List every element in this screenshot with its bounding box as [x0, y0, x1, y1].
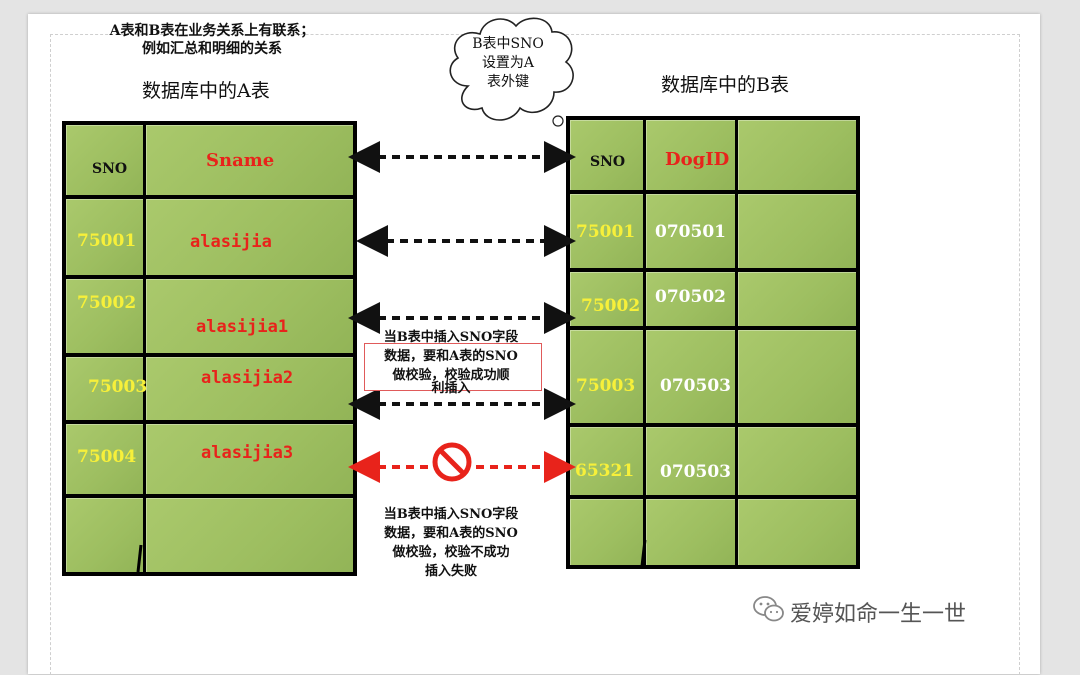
table-b-row5-dog-cell	[646, 499, 735, 565]
table-a-header-sno-cell: SNO	[66, 125, 143, 195]
table-b-row4-extra-cell	[738, 427, 856, 495]
table-b-header-sno-cell: SNO	[570, 120, 643, 190]
table-a-header-sname-cell: Sname	[146, 125, 353, 195]
table-a-header-sno: SNO	[92, 161, 128, 177]
fail-note-line4: 插入失败	[424, 564, 477, 579]
cloud-callout-text: B表中SNO 设置为A 表外键	[468, 35, 548, 92]
table-b-row2-dog-cell: 070502	[646, 272, 735, 326]
table-a-row3-sno-cell: 75003	[66, 357, 147, 420]
table-a-row1-name: alasijia	[190, 232, 272, 252]
table-b-row1-extra-cell	[738, 194, 856, 268]
table-b-row4-dog: 070503	[660, 462, 731, 482]
relation-note: A表和B表在业务关系上有联系； 例如汇总和明细的关系	[92, 22, 332, 58]
table-b-row4-sno: 65321	[575, 461, 635, 481]
table-a-row4-sno: 75004	[77, 447, 137, 467]
table-b-header-dogid-cell: DogID	[646, 120, 735, 190]
no-entry-icon	[432, 442, 472, 482]
table-a-row1-name-cell: alasijia	[146, 199, 353, 275]
relation-arrows	[348, 141, 576, 483]
table-b-row3-sno-cell: 75003	[570, 330, 643, 423]
table-b-row1-dog-cell: 070501	[646, 194, 735, 268]
table-b-row3-dog-cell: 070503	[646, 330, 735, 423]
table-a-row4-name: alasijia3	[201, 443, 294, 463]
wechat-icon	[753, 596, 784, 622]
table-a-row3-name-cell: alasijia2	[146, 357, 353, 420]
cloud-callout-shape	[449, 17, 574, 132]
table-a-row5-name-cell	[146, 498, 353, 572]
table-b-row2-dog: 070502	[655, 287, 726, 307]
table-a-row2-name: alasijia1	[196, 317, 289, 337]
table-a-row4-name-cell: alasijia3	[146, 424, 353, 494]
cloud-line1: B表中SNO	[472, 36, 544, 52]
fail-note: 当B表中插入SNO字段 数据，要和A表的SNO 做校验，校验不成功 插入失败	[356, 505, 546, 581]
table-b-row5-extra-cell	[738, 499, 856, 565]
relation-note-line2: 例如汇总和明细的关系	[142, 41, 282, 57]
table-b-header-dogid: DogID	[665, 149, 730, 170]
cloud-line2: 设置为A	[481, 55, 535, 71]
fail-note-line2: 数据，要和A表的SNO	[384, 526, 518, 541]
table-b-row1-dog: 070501	[655, 222, 726, 242]
table-a-row5-sno-cell	[66, 498, 143, 572]
table-a-row4-sno-cell: 75004	[66, 424, 143, 494]
table-b-row2-sno-cell: 75002	[570, 272, 643, 326]
table-b-row4-sno-cell: 65321	[570, 427, 643, 495]
table-a-row1-sno-cell: 75001	[66, 199, 143, 275]
table-b-row3-dog: 070503	[660, 376, 731, 396]
table-a-row2-sno: 75002	[77, 293, 137, 313]
success-note-line1: 当B表中插入SNO字段	[383, 330, 519, 345]
relation-note-line1: A表和B表在业务关系上有联系；	[109, 23, 315, 39]
table-b-row4-dog-cell: 070503	[646, 427, 735, 495]
success-note: 当B表中插入SNO字段 数据，要和A表的SNO 做校验，校验成功顺 利插入	[356, 328, 546, 398]
table-b-title: 数据库中的B表	[661, 74, 789, 96]
table-a-header-sname: Sname	[206, 150, 275, 171]
table-a-row2-name-cell: alasijia1	[146, 279, 353, 353]
table-b-row1-sno-cell: 75001	[570, 194, 643, 268]
success-note-line3: 做校验，校验成功顺	[392, 368, 510, 383]
fail-note-line1: 当B表中插入SNO字段	[383, 507, 519, 522]
table-a-row2-sno-cell: 75002	[66, 279, 143, 353]
success-note-line4: 利插入	[431, 381, 471, 396]
table-b-header-sno: SNO	[590, 154, 626, 170]
table-b-row2-sno: 75002	[581, 296, 641, 316]
table-a-row3-sno: 75003	[88, 377, 148, 397]
table-b-row3-sno: 75003	[576, 376, 636, 396]
table-b-row2-extra-cell	[738, 272, 856, 326]
table-b: SNO DogID 75001 070501 75002 070502 7500…	[566, 116, 860, 569]
table-a: SNO Sname 75001 alasijia 75002 alasijia1…	[62, 121, 357, 576]
cloud-line3: 表外键	[487, 74, 529, 90]
table-a-row3-name: alasijia2	[201, 368, 294, 388]
table-b-row3-extra-cell	[738, 330, 856, 423]
fail-note-line3: 做校验，校验不成功	[392, 545, 510, 560]
table-b-row5-sno-cell	[570, 499, 643, 565]
table-b-row1-sno: 75001	[576, 222, 636, 242]
table-a-title: 数据库中的A表	[142, 80, 270, 102]
table-b-header-extra-cell	[738, 120, 856, 190]
success-note-line2: 数据，要和A表的SNO	[384, 349, 518, 364]
table-slant-marks	[0, 0, 1080, 659]
success-note-box	[364, 343, 542, 391]
table-a-row1-sno: 75001	[77, 231, 137, 251]
watermark-text: 爱婷如命一生一世	[790, 602, 967, 627]
